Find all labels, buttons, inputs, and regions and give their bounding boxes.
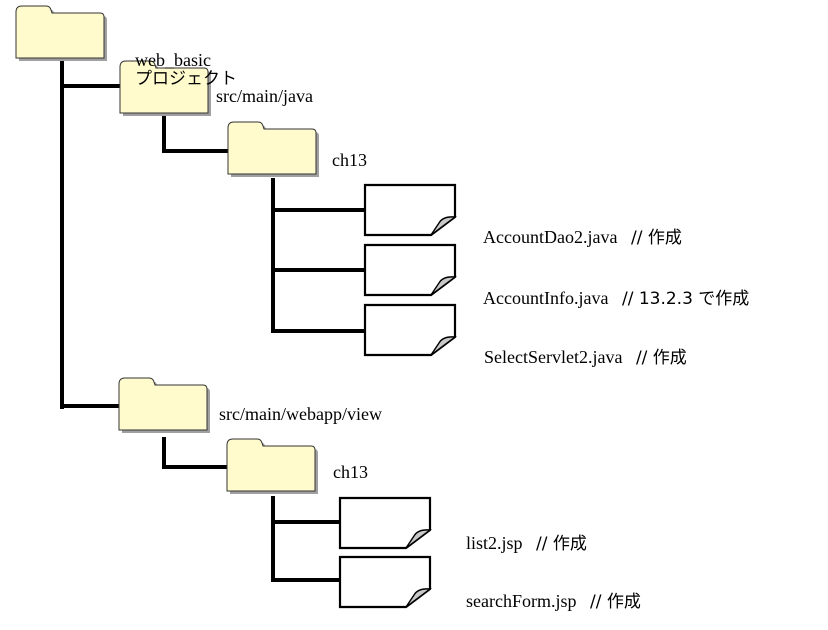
file-name: searchForm.jsp: [466, 591, 577, 611]
connector-file-1: [271, 208, 365, 212]
connector-ch13-java-vertical: [271, 178, 275, 333]
connector-file-5: [271, 578, 341, 582]
root-folder-name: web_basic: [135, 50, 211, 70]
java-src-folder-label[interactable]: src/main/java: [216, 86, 313, 106]
file-label[interactable]: SelectServlet2.java // 作成: [466, 330, 687, 385]
file-label[interactable]: searchForm.jsp // 作成: [448, 574, 641, 629]
folder-body: [227, 121, 317, 175]
file-name: AccountInfo.java: [483, 288, 609, 308]
folder-icon[interactable]: [226, 120, 322, 180]
view-package-folder-label[interactable]: ch13: [333, 462, 368, 482]
connector-java-vertical: [162, 114, 166, 153]
folder-body: [226, 438, 316, 492]
file-label[interactable]: AccountDao2.java // 作成: [466, 210, 682, 265]
folder-icon[interactable]: [14, 4, 110, 64]
file-icon[interactable]: [338, 555, 434, 611]
file-comment: // 作成: [589, 592, 641, 612]
file-icon[interactable]: [363, 303, 459, 359]
file-icon[interactable]: [338, 496, 434, 552]
root-folder-suffix: プロジェクト: [135, 69, 237, 89]
page-curl: [405, 588, 432, 608]
root-folder-label[interactable]: web_basic プロジェクト: [117, 33, 237, 106]
connector-ch13-view-vertical: [271, 496, 275, 582]
connector-root-to-webapp: [60, 404, 120, 408]
connector-file-3: [271, 329, 365, 333]
connector-file-4: [271, 520, 341, 524]
file-comment: // 作成: [630, 228, 682, 248]
file-name: list2.jsp: [466, 533, 523, 553]
java-package-folder-label[interactable]: ch13: [332, 150, 367, 170]
connector-file-2: [271, 268, 365, 272]
file-name: SelectServlet2.java: [484, 347, 623, 367]
page-curl: [430, 336, 457, 356]
page-curl: [430, 276, 457, 296]
folder-icon[interactable]: [118, 59, 214, 119]
connector-root-vertical: [60, 61, 64, 409]
folder-body: [15, 5, 105, 59]
folder-body: [119, 60, 209, 114]
page-curl: [405, 529, 432, 549]
connector-java-to-ch13: [162, 149, 228, 153]
folder-body: [118, 377, 208, 431]
webapp-view-folder-label[interactable]: src/main/webapp/view: [219, 404, 382, 424]
file-comment: // 作成: [536, 534, 587, 554]
file-comment: // 13.2.3 で作成: [621, 289, 750, 309]
file-name: AccountDao2.java: [483, 227, 618, 247]
project-tree-diagram: web_basic プロジェクト src/main/java ch13 Acco…: [14, 4, 749, 611]
file-icon[interactable]: [363, 243, 459, 299]
file-comment: // 作成: [635, 348, 687, 368]
folder-icon[interactable]: [117, 376, 213, 436]
connector-root-to-java: [60, 84, 120, 88]
connector-webapp-vertical: [162, 437, 166, 469]
connector-webapp-to-ch13: [162, 465, 228, 469]
file-label[interactable]: AccountInfo.java // 13.2.3 で作成: [466, 271, 749, 326]
file-label[interactable]: list2.jsp // 作成: [448, 516, 587, 571]
page-curl: [430, 216, 457, 236]
file-icon[interactable]: [363, 183, 459, 239]
folder-icon[interactable]: [225, 437, 321, 497]
